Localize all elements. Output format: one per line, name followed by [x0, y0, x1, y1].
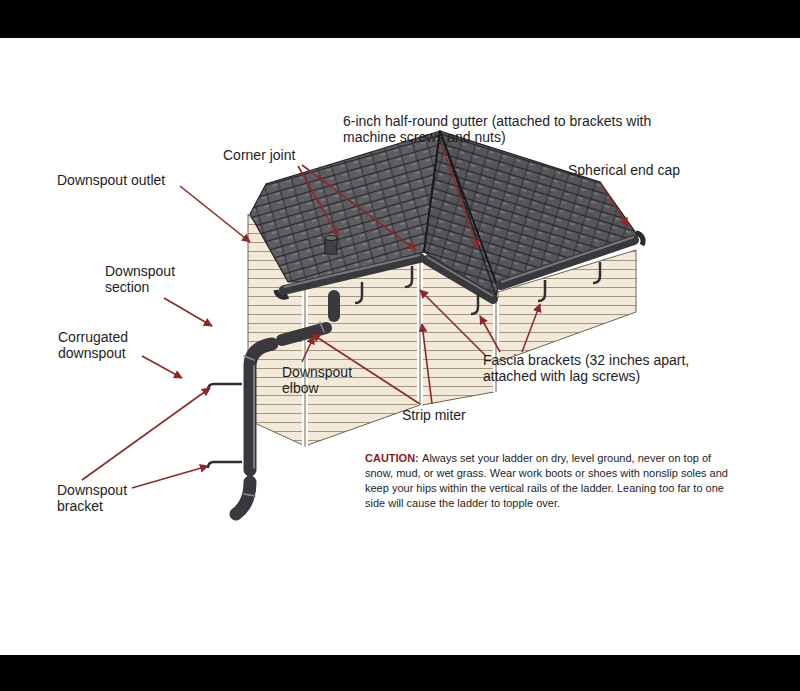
- part-label: Downspout bracket: [57, 482, 145, 514]
- part-label: 6-inch half-round gutter (attached to br…: [343, 113, 673, 145]
- part-label: Corner joint: [223, 147, 343, 163]
- part-label: Downspout outlet: [57, 172, 207, 188]
- part-label: Spherical end cap: [568, 162, 718, 178]
- frame-bar: [0, 0, 800, 38]
- part-label: Strip miter: [402, 407, 512, 423]
- leader-lines: [82, 146, 628, 488]
- fascia-brackets: [355, 262, 600, 314]
- caution-note: CAUTION:Always set your ladder on dry, l…: [365, 451, 733, 511]
- part-label: Fascia brackets (32 inches apart, attach…: [483, 352, 723, 384]
- downspout-brackets: [208, 384, 242, 468]
- frame-bar: [0, 655, 800, 691]
- downspout: [236, 296, 334, 514]
- gutters: [276, 233, 643, 299]
- caution-text: Always set your ladder on dry, level gro…: [365, 452, 728, 509]
- part-label: Downspout section: [105, 263, 187, 295]
- part-label: Downspout elbow: [282, 364, 364, 396]
- caution-heading: CAUTION:: [365, 452, 419, 464]
- part-label: Corrugated downspout: [58, 329, 142, 361]
